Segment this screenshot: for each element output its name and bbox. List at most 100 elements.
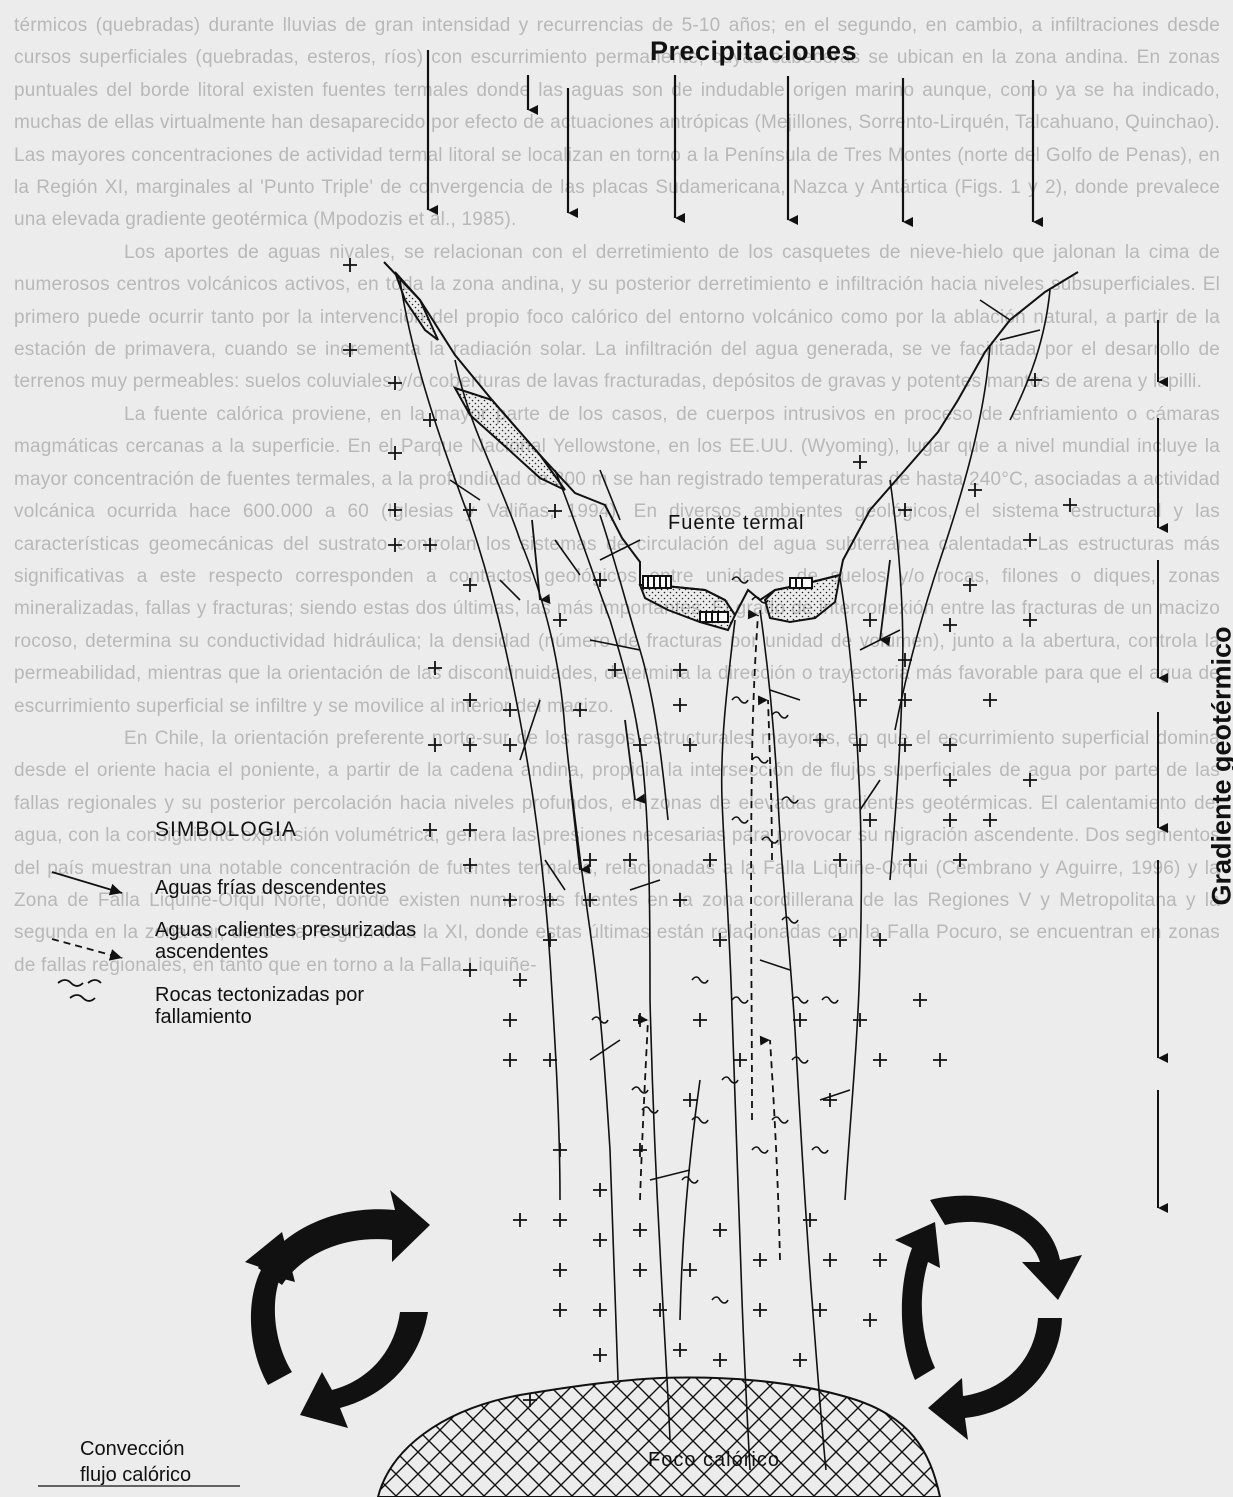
plus-symbol-icon [553,1143,567,1157]
plus-symbol-icon [943,738,957,752]
fault-line [455,360,618,1380]
fault-line [555,470,670,1440]
solid-arrow-icon [880,560,890,640]
plus-symbol-icon [943,618,957,632]
plus-symbol-icon [583,853,597,867]
convection-label-line: flujo calórico [80,1462,191,1488]
plus-symbol-icon [793,1353,807,1367]
plus-symbol-icon [503,738,517,752]
convection-label-line: Convección [80,1436,191,1462]
tectonized-rock-icon [782,917,798,923]
plus-symbol-icon [813,733,827,747]
plus-symbol-icon [1023,533,1037,547]
plus-symbol-icon [503,1013,517,1027]
fault-line [890,480,903,880]
plus-symbol-icon [863,613,877,627]
plus-symbol-icon [833,853,847,867]
convection-arrow-icon [300,1312,428,1428]
plus-symbol-icon [623,853,637,867]
convection-arrow-icon [928,1318,1062,1440]
legend-line: fallamiento [155,1006,364,1028]
plus-symbol-icon [863,1313,877,1327]
legend-line: Aguas calientes presurizadas [155,919,416,941]
plus-symbol-icon [673,893,687,907]
precipitation-arrows [428,50,1033,222]
fault-line [895,345,990,730]
plus-symbol-icon [873,1253,887,1267]
convection-arrow-icon [245,1232,295,1385]
solid-arrow-icon [570,780,580,870]
plus-symbol-icon [853,738,867,752]
plus-symbol-icon [803,1213,817,1227]
dashed-arrow-icon [52,939,122,958]
plus-symbol-icon [968,483,982,497]
plus-symbol-icon [983,813,997,827]
tectonized-rock-icon [722,1077,738,1083]
heat-source [378,1378,940,1497]
plus-symbol-icon [423,823,437,837]
plus-symbol-icon [1063,498,1077,512]
plus-symbols [343,258,1077,1407]
plus-symbol-icon [703,853,717,867]
plus-symbol-icon [423,538,437,552]
plus-symbol-icon [513,973,527,987]
dashed-arrow-icon [751,615,758,1120]
plus-symbol-icon [673,698,687,712]
plus-symbol-icon [943,773,957,787]
hot-water-arrows [640,615,780,1260]
plus-symbol-icon [608,663,622,677]
plus-symbol-icon [933,1053,947,1067]
plus-symbol-icon [653,1303,667,1317]
plus-symbol-icon [503,703,517,717]
fault-line [680,1080,700,1320]
plus-symbol-icon [553,1263,567,1277]
plus-symbol-icon [388,446,402,460]
plus-symbol-icon [503,1053,517,1067]
tectonized-rock-icon [752,757,768,763]
convection-left [245,1190,430,1428]
plus-symbol-icon [573,703,587,717]
ground-surface [384,262,1078,615]
tectonized-rock-icon [822,997,838,1003]
plus-symbol-icon [853,455,867,469]
plus-symbol-icon [593,1233,607,1247]
plus-symbol-icon [423,413,437,427]
plus-symbol-icon [593,1303,607,1317]
plus-symbol-icon [713,1223,727,1237]
legend-symbols [52,872,122,1001]
plus-symbol-icon [673,663,687,677]
solid-arrow-icon [52,872,122,893]
plus-symbol-icon [463,578,477,592]
plus-symbol-icon [953,853,967,867]
plus-symbol-icon [853,1013,867,1027]
plus-symbol-icon [983,693,997,707]
plus-symbol-icon [343,258,357,272]
fault-line [722,620,750,1470]
dashed-arrow-icon [770,1040,780,1260]
plus-symbol-icon [553,613,567,627]
plus-symbol-icon [713,1353,727,1367]
plus-symbol-icon [593,573,607,587]
plus-symbol-icon [463,963,477,977]
cold-water-arrows [532,520,890,870]
solid-arrow-icon [625,720,635,800]
plus-symbol-icon [873,933,887,947]
tectonized-rock-icon [752,1147,768,1153]
legend-line: ascendentes [155,941,416,963]
plus-symbol-icon [673,1343,687,1357]
legend-item-tectonized-rock: Rocas tectonizadas por fallamiento [155,984,364,1028]
plus-symbol-icon [683,1093,697,1107]
tectonized-rock-icon [762,837,778,843]
plus-symbol-icon [388,503,402,517]
plus-symbol-icon [833,933,847,947]
fault-line [600,515,668,820]
scree-deposit [395,272,438,340]
plus-symbol-icon [913,993,927,1007]
tectonized-rock-icon [792,997,808,1003]
plus-symbol-icon [873,1053,887,1067]
plus-symbol-icon [633,1263,647,1277]
plus-symbol-icon [388,376,402,390]
plus-symbol-icon [593,1183,607,1197]
